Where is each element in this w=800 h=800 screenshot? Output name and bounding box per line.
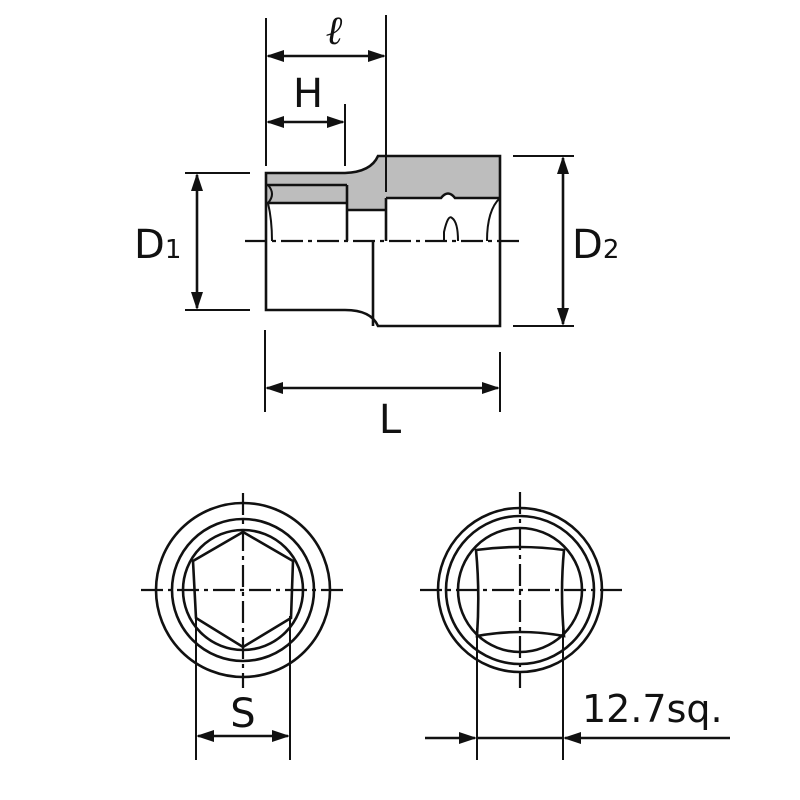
hex-end-view: S	[141, 493, 345, 760]
arrow-icon	[557, 156, 569, 174]
label-drive-size: 12.7sq.	[582, 687, 723, 731]
arrow-icon	[557, 308, 569, 326]
arrow-icon	[459, 732, 477, 744]
arrow-icon	[368, 50, 386, 62]
hex-chamfer	[267, 184, 273, 204]
drive-chamfer	[486, 197, 501, 242]
arrow-icon	[272, 730, 290, 742]
arrow-icon	[327, 116, 345, 128]
arrow-icon	[266, 50, 284, 62]
arrow-icon	[265, 382, 283, 394]
arrow-icon	[482, 382, 500, 394]
label-H: H	[293, 71, 323, 117]
square-end-view: 12.7sq.	[420, 492, 730, 760]
label-L: L	[379, 397, 402, 443]
arrow-icon	[266, 116, 284, 128]
arrow-icon	[196, 730, 214, 742]
arrow-icon	[191, 292, 203, 310]
detent-arch	[443, 216, 459, 242]
side-view: ℓ H D1 D2 L	[134, 8, 619, 443]
drive-bore	[386, 192, 500, 200]
socket-outline	[264, 154, 502, 328]
label-D2: D2	[572, 222, 619, 268]
label-l: ℓ	[326, 8, 343, 54]
label-D1: D1	[134, 222, 181, 268]
arrow-icon	[563, 732, 581, 744]
arrow-icon	[191, 173, 203, 191]
section-hatch-left	[266, 173, 347, 185]
label-S: S	[230, 691, 255, 737]
hex-edge	[267, 202, 273, 242]
